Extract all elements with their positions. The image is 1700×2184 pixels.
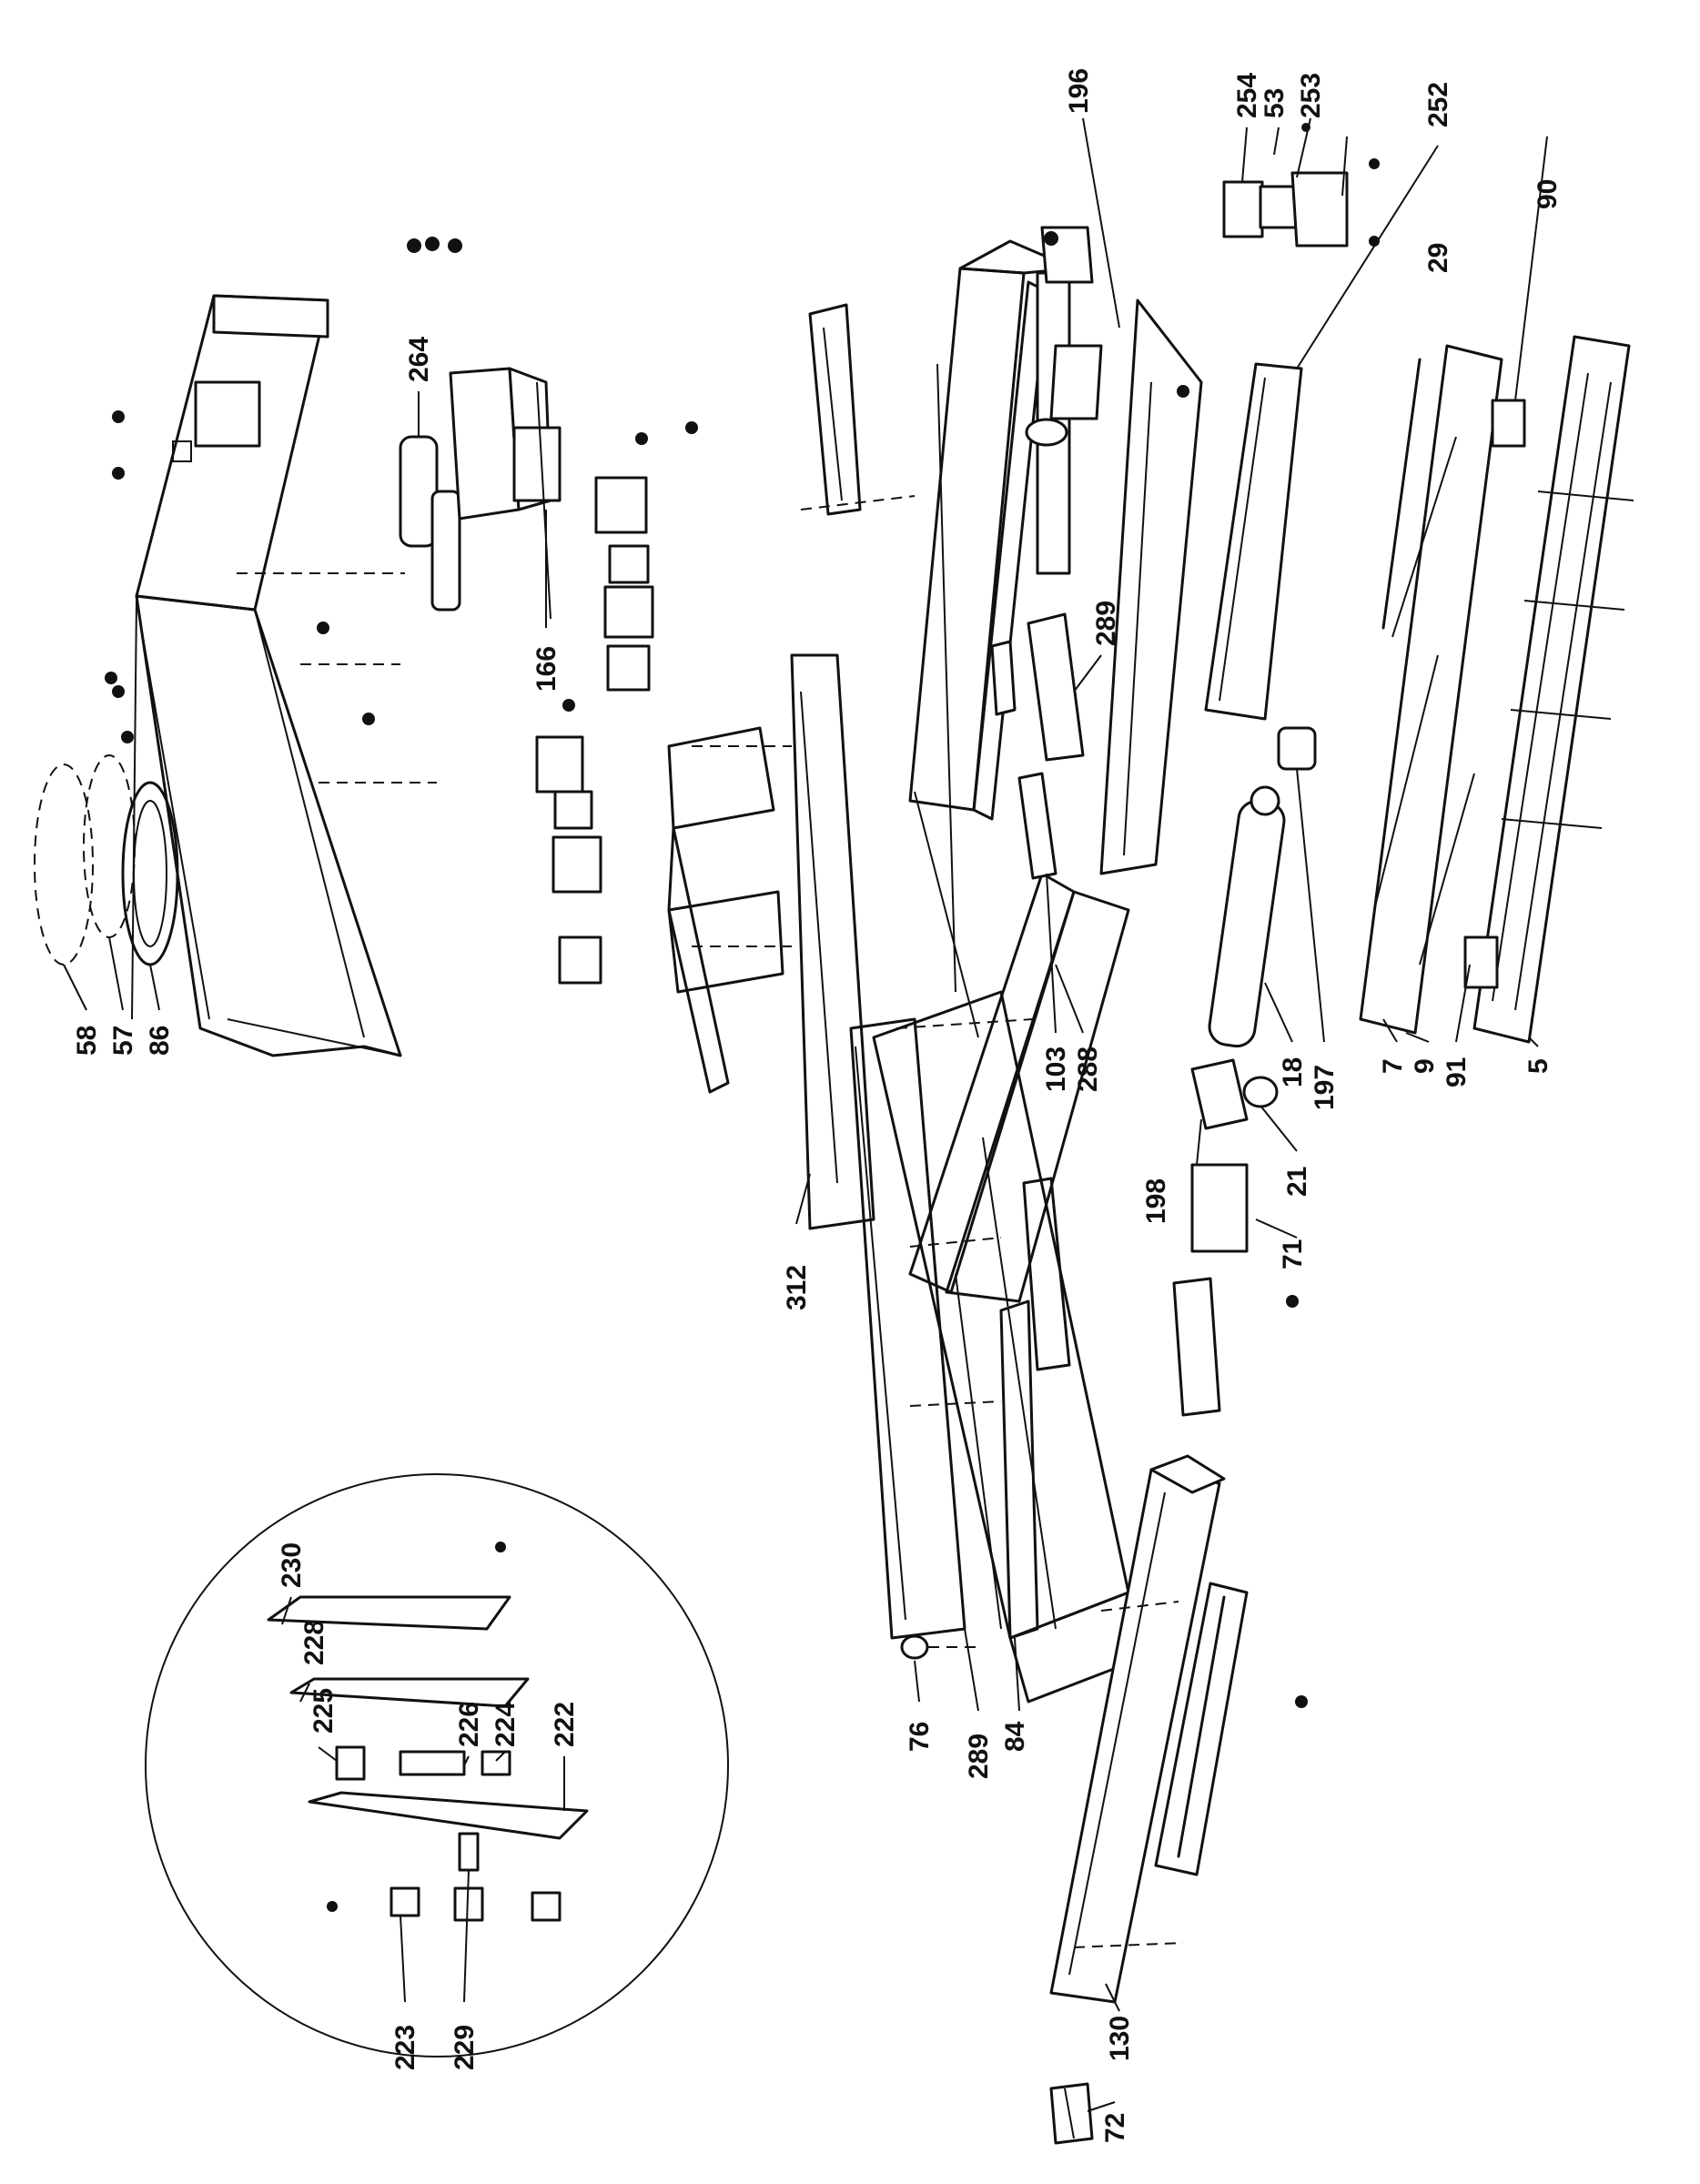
switch-assembly-upper — [594, 421, 698, 692]
callout-196: 196 — [1064, 68, 1094, 114]
callout-224: 224 — [491, 1702, 521, 1747]
alignment-lines — [237, 495, 1184, 1948]
callout-289-lower: 289 — [964, 1734, 994, 1779]
grille-latches — [1463, 399, 1526, 989]
callout-53: 53 — [1260, 88, 1290, 118]
callout-18: 18 — [1278, 1057, 1308, 1087]
callout-58: 58 — [72, 1026, 102, 1056]
callout-226: 226 — [454, 1702, 484, 1747]
callout-229: 229 — [450, 2025, 480, 2070]
callout-130: 130 — [1105, 2016, 1135, 2061]
callout-71: 71 — [1278, 1239, 1308, 1269]
front-duct-130 — [1049, 1454, 1226, 2004]
fan-rings — [34, 754, 179, 966]
callout-90: 90 — [1533, 179, 1563, 209]
leader-lines — [63, 117, 1548, 2112]
capacitor — [399, 410, 461, 612]
detail-inset — [145, 1473, 729, 2058]
callout-197: 197 — [1310, 1065, 1340, 1110]
callout-103: 103 — [1041, 1046, 1071, 1092]
switch-assembly-lower — [535, 699, 602, 985]
callout-312: 312 — [782, 1265, 812, 1310]
callout-222: 222 — [550, 1702, 580, 1747]
lamp-cover-29 — [1204, 362, 1303, 721]
side-rails — [990, 298, 1203, 880]
starter-71 — [1190, 1163, 1249, 1253]
callout-223: 223 — [390, 2025, 420, 2070]
callout-labels: 58 57 86 264 166 312 196 289 103 288 254… — [72, 68, 1563, 2143]
end-cap-72 — [1049, 2082, 1094, 2145]
cover-housing — [131, 294, 402, 1057]
callout-264: 264 — [404, 337, 434, 382]
callout-72: 72 — [1100, 2113, 1130, 2143]
callout-84: 84 — [1000, 1721, 1030, 1752]
callout-289-upper: 289 — [1091, 601, 1121, 646]
callout-29: 29 — [1423, 243, 1453, 273]
callout-76: 76 — [905, 1722, 935, 1752]
callout-5: 5 — [1523, 1058, 1553, 1074]
callout-9: 9 — [1410, 1058, 1440, 1074]
shroud-panel — [667, 653, 875, 1230]
callout-225: 225 — [309, 1688, 339, 1734]
callout-288: 288 — [1073, 1046, 1103, 1092]
fluorescent-tube-18 — [1208, 726, 1317, 1048]
callout-198: 198 — [1141, 1178, 1171, 1224]
small-tray — [808, 303, 862, 516]
callout-166: 166 — [531, 646, 562, 692]
callout-230: 230 — [277, 1542, 307, 1588]
callout-254: 254 — [1232, 73, 1262, 118]
callout-7: 7 — [1378, 1058, 1408, 1074]
bottom-channel — [1154, 1582, 1308, 1876]
grille-5 — [1472, 335, 1634, 1044]
callout-57: 57 — [108, 1026, 138, 1056]
bracket-assembly-top-right — [1222, 123, 1380, 248]
lower-frame — [872, 872, 1149, 1704]
callout-228: 228 — [299, 1620, 329, 1665]
callout-21: 21 — [1282, 1167, 1312, 1197]
diffuser-panels-7-9 — [1359, 344, 1503, 1035]
callout-86: 86 — [145, 1026, 175, 1056]
terminal-block — [1172, 1277, 1299, 1417]
callout-252: 252 — [1423, 82, 1453, 127]
control-box — [449, 367, 562, 620]
foot-76 — [900, 1634, 978, 1660]
callout-253: 253 — [1296, 73, 1326, 118]
motor-unit-196 — [1025, 226, 1189, 447]
callout-91: 91 — [1442, 1057, 1472, 1087]
housing-screws — [105, 237, 462, 743]
lamp-socket-198 — [1190, 1058, 1279, 1130]
